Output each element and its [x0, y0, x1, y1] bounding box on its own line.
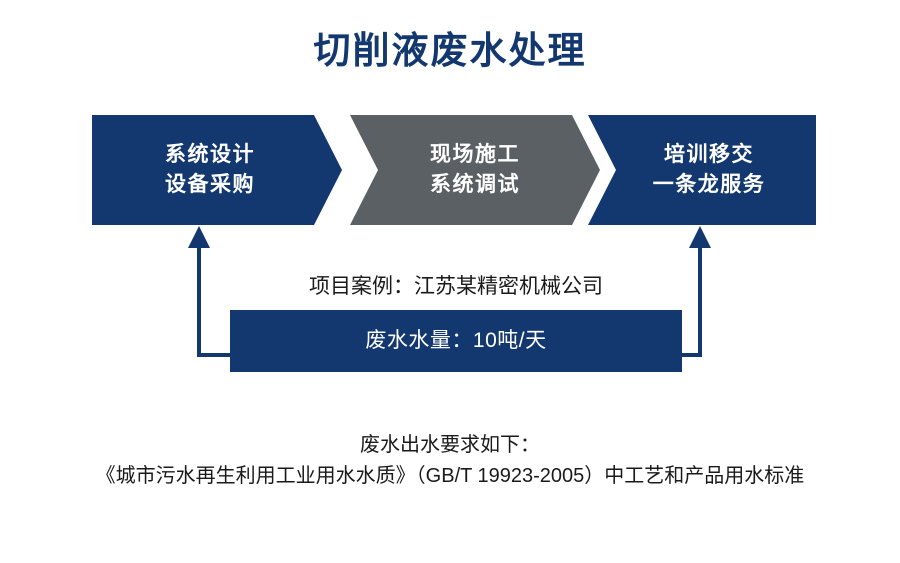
right-connector-line: [680, 240, 702, 357]
process-step-site-construction[interactable]: 现场施工 系统调试: [350, 115, 600, 225]
process-step-training-handover[interactable]: 培训移交 一条龙服务: [588, 115, 816, 225]
wastewater-volume-text: 废水水量：10吨/天: [365, 329, 547, 352]
effluent-standard-reference: 《城市污水再生利用工业用水水质》（GB/T 19923-2005）中工艺和产品用…: [95, 465, 805, 487]
step-3-text: 培训移交 一条龙服务: [639, 140, 766, 200]
step-2-line-1: 现场施工: [430, 143, 520, 166]
left-connector-line: [197, 240, 232, 357]
right-arrowhead-icon: [689, 226, 711, 248]
process-step-system-design[interactable]: 系统设计 设备采购: [92, 115, 342, 225]
process-flow: 系统设计 设备采购 现场施工 系统调试 培训移交 一条龙服务: [92, 115, 816, 225]
step-3-line-1: 培训移交: [664, 143, 754, 166]
footer-notes: 废水出水要求如下： 《城市污水再生利用工业用水水质》（GB/T 19923-20…: [0, 430, 900, 492]
step-2-line-2: 系统调试: [430, 173, 520, 196]
step-1-line-1: 系统设计: [165, 143, 255, 166]
step-3-line-2: 一条龙服务: [652, 173, 766, 196]
step-1-text: 系统设计 设备采购: [165, 140, 269, 200]
project-case-label: 项目案例：江苏某精密机械公司: [309, 275, 603, 298]
wastewater-volume-bar: 废水水量：10吨/天: [230, 310, 682, 372]
effluent-requirement-heading: 废水出水要求如下：: [360, 434, 540, 456]
left-arrowhead-icon: [188, 226, 210, 248]
step-1-line-2: 设备采购: [165, 173, 255, 196]
step-2-text: 现场施工 系统调试: [422, 140, 528, 200]
page-title: 切削液废水处理: [313, 30, 587, 71]
